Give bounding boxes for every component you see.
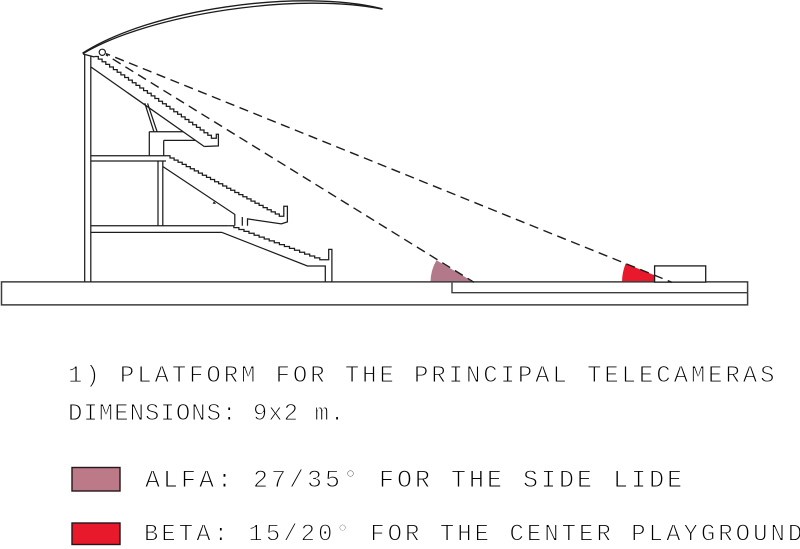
svg-text:BETA: 15/20° FOR THE CENTER PL: BETA: 15/20° FOR THE CENTER PLAYGROUND: [144, 522, 800, 549]
svg-text:ALFA: 27/35° FOR THE SIDE LIDE: ALFA: 27/35° FOR THE SIDE LIDE: [145, 466, 685, 495]
svg-text:1) PLATFORM FOR THE PRINCIPAL: 1) PLATFORM FOR THE PRINCIPAL TELECAMERA…: [68, 363, 777, 390]
svg-text:DIMENSIONS: 9x2 m.: DIMENSIONS: 9x2 m.: [68, 401, 345, 428]
